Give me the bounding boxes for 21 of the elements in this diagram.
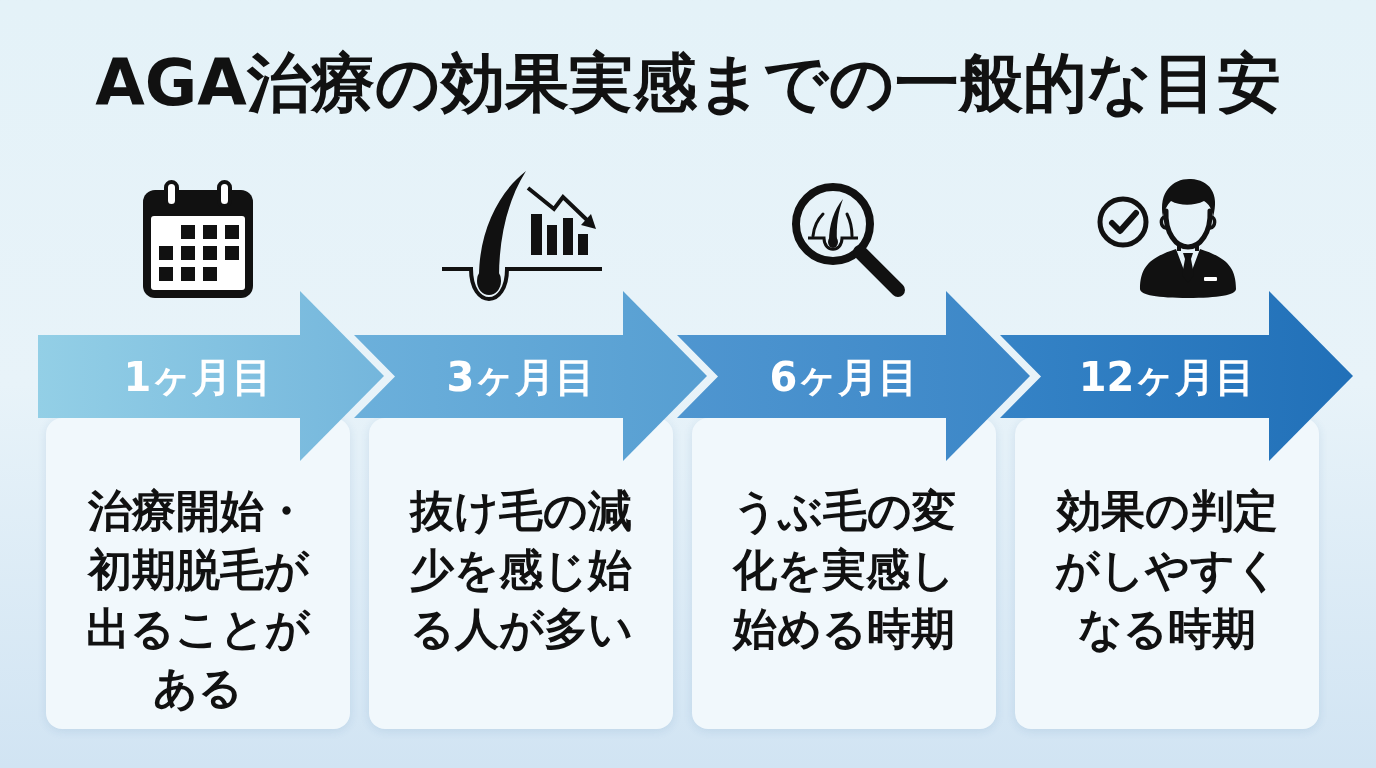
step-label: 6ヶ月目 [769, 356, 919, 397]
arrow-head [300, 291, 384, 461]
card-text: うぶ毛の変化を実感し始める時期 [731, 484, 957, 656]
stage-card [692, 418, 996, 729]
card-text: 抜け毛の減少を感じ始る人が多い [408, 484, 634, 656]
step-label: 1ヶ月目 [123, 356, 273, 397]
stage-card [369, 418, 673, 729]
step-label: 12ヶ月目 [1078, 356, 1256, 397]
card-text: 治療開始・初期脱毛が出ることがある [85, 484, 311, 715]
arrow-head [623, 291, 707, 461]
step-band [354, 335, 623, 418]
card-text: 効果の判定がしやすくなる時期 [1054, 484, 1280, 656]
arrow-head [1269, 291, 1353, 461]
stage-card [46, 418, 350, 729]
arrow-head [946, 291, 1030, 461]
step-band [1000, 335, 1269, 418]
step-band [38, 335, 300, 418]
stage-card [1015, 418, 1319, 729]
step-band [677, 335, 946, 418]
title: AGA治療の効果実感までの一般的な目安 [95, 45, 1281, 122]
step-label: 3ヶ月目 [446, 356, 596, 397]
